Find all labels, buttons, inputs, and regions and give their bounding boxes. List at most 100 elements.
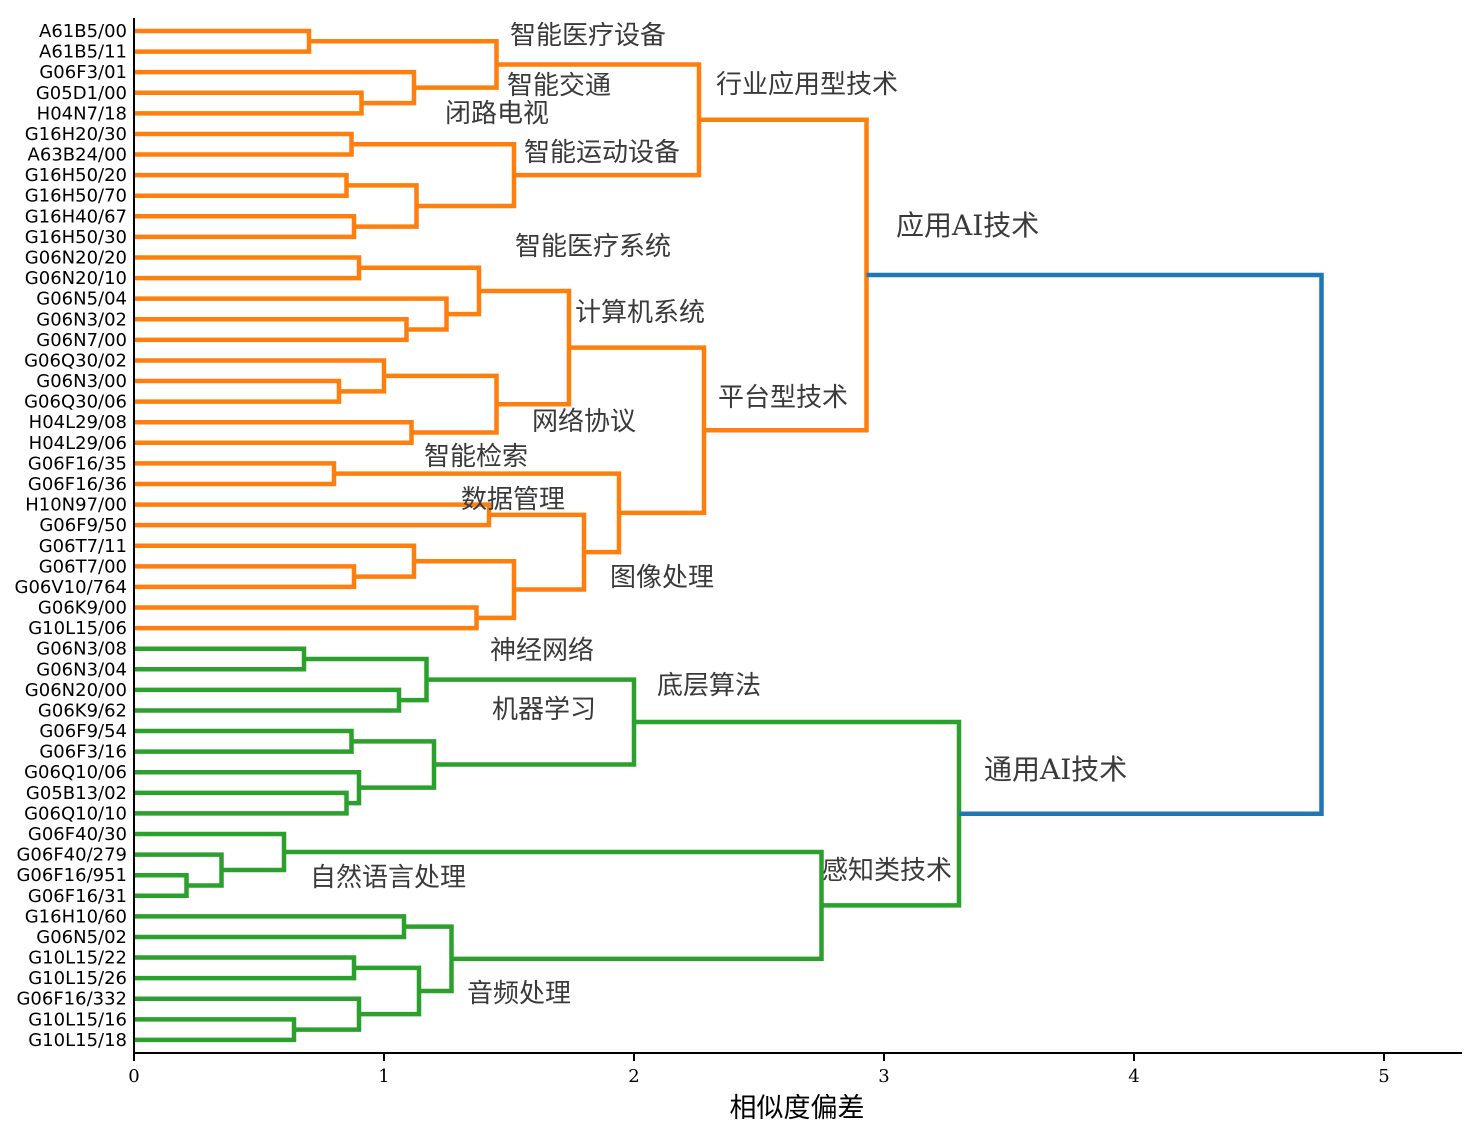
dendrogram-link-merge xyxy=(134,255,362,281)
dendrogram-link-smart-transport xyxy=(134,69,417,106)
leaf-label: A61B5/11 xyxy=(39,42,127,63)
leaf-label: G06T7/00 xyxy=(39,556,127,577)
leaf-label: G06Q30/06 xyxy=(24,392,127,413)
dendrogram-link-merge xyxy=(134,852,224,888)
x-tick-label-1: 1 xyxy=(378,1066,389,1087)
cluster-annotation: 闭路电视 xyxy=(445,99,549,129)
leaf-label: G06F16/332 xyxy=(16,989,127,1010)
cluster-annotation: 智能医疗设备 xyxy=(510,21,666,51)
dendrogram-link-merge xyxy=(134,769,362,806)
dendrogram-link-merge xyxy=(134,728,354,754)
dendrogram-link-merge xyxy=(134,214,357,240)
leaf-label: G06T7/11 xyxy=(39,536,127,557)
leaf-label: G06F9/54 xyxy=(39,721,127,742)
cluster-annotation: 机器学习 xyxy=(492,695,596,725)
dendrogram-link-intelligent-retrieval xyxy=(134,461,337,487)
leaf-label: G10L15/16 xyxy=(28,1009,127,1030)
leaf-label: G06N3/02 xyxy=(36,309,127,330)
dendrogram-link-merge xyxy=(134,646,307,672)
leaf-label: G16H50/70 xyxy=(25,186,127,207)
dendrogram-link-merge xyxy=(134,872,189,899)
dendrogram-link-merge xyxy=(134,996,362,1032)
cluster-annotation: 神经网络 xyxy=(490,636,594,666)
cluster-annotation: 图像处理 xyxy=(610,563,714,593)
leaf-label: H04L29/08 xyxy=(29,412,127,433)
x-tick-label-3: 3 xyxy=(878,1066,889,1087)
leaf-label: G06F16/36 xyxy=(28,474,127,495)
dendrogram-link-merge xyxy=(354,965,422,1017)
cluster-annotation: 感知类技术 xyxy=(822,856,952,886)
dendrogram-link-merge xyxy=(134,296,449,332)
leaf-label: G06F3/01 xyxy=(39,62,127,83)
dendrogram-link-merge xyxy=(134,378,342,404)
leaf-label: G06N3/00 xyxy=(36,371,127,392)
leaf-label: G06Q30/02 xyxy=(24,350,127,371)
leaf-label: G06N20/20 xyxy=(25,247,127,268)
dendrogram-link-merge xyxy=(134,502,492,528)
dendrogram-link-merge xyxy=(134,1017,297,1043)
dendrogram-link-root xyxy=(866,272,1324,816)
dendrogram-link-merge xyxy=(134,605,479,631)
leaf-label: G16H50/30 xyxy=(25,227,127,248)
dendrogram-link-merge xyxy=(309,39,499,90)
leaf-label: G10L15/22 xyxy=(28,948,127,969)
cluster-annotation: 底层算法 xyxy=(657,671,761,701)
dendrogram-link-machine-learning xyxy=(351,739,437,790)
dendrogram-link-merge xyxy=(134,358,387,394)
leaf-label: G16H40/67 xyxy=(25,206,127,227)
dendrogram-link-merge xyxy=(134,955,357,981)
leaf-label: G06N5/02 xyxy=(36,927,127,948)
cluster-annotation: 智能医疗系统 xyxy=(515,232,671,262)
dendrogram-link-smart-sports-equipment xyxy=(351,141,517,209)
cluster-annotation: 自然语言处理 xyxy=(310,863,466,893)
dendrogram-link-merge xyxy=(134,914,407,940)
dendrogram-link-merge xyxy=(134,317,409,343)
dendrogram-link-smart-medical-devices xyxy=(134,28,312,54)
dendrogram-link-merge xyxy=(134,419,414,446)
leaf-label: G06Q10/10 xyxy=(24,803,127,824)
leaf-label: H04L29/06 xyxy=(29,433,127,454)
cluster-annotation: 通用AI技术 xyxy=(984,753,1127,786)
x-tick-label-4: 4 xyxy=(1128,1066,1139,1087)
leaf-label: G06Q10/06 xyxy=(24,762,127,783)
x-tick-label-2: 2 xyxy=(628,1066,639,1087)
leaf-label: G10L15/06 xyxy=(28,618,127,639)
leaf-label: G16H50/20 xyxy=(25,165,127,186)
cluster-annotation: 智能交通 xyxy=(507,71,611,101)
x-tick-label-0: 0 xyxy=(128,1066,139,1087)
cluster-annotation: 数据管理 xyxy=(461,485,565,515)
dendrogram-link-merge xyxy=(134,564,357,590)
leaf-label: G10L15/18 xyxy=(28,1030,127,1051)
x-axis-title: 相似度偏差 xyxy=(730,1093,865,1124)
leaf-label: G10L15/26 xyxy=(28,968,127,989)
leaf-label: H10N97/00 xyxy=(25,495,127,516)
leaf-label: G06N3/04 xyxy=(36,659,127,680)
leaf-label: G06N3/08 xyxy=(36,639,127,660)
cluster-annotation: 计算机系统 xyxy=(575,298,705,328)
leaf-label: G06F16/35 xyxy=(28,453,127,474)
dendrogram-link-neural-networks xyxy=(304,656,429,703)
cluster-annotation: 应用AI技术 xyxy=(896,209,1039,242)
leaf-label: G06F16/31 xyxy=(28,886,127,907)
dendrogram-link-merge xyxy=(359,265,482,317)
cluster-annotation: 行业应用型技术 xyxy=(716,70,898,100)
leaf-label: G06N20/00 xyxy=(25,680,127,701)
leaf-label: G06N20/10 xyxy=(25,268,127,289)
cluster-annotation: 智能检索 xyxy=(424,442,528,472)
leaf-label: G06V10/764 xyxy=(15,577,128,598)
cluster-annotation: 智能运动设备 xyxy=(524,138,680,168)
dendrogram-link-merge xyxy=(134,687,402,713)
leaf-label: G06F40/30 xyxy=(28,824,127,845)
leaf-label: G16H20/30 xyxy=(25,124,127,145)
dendrogram-link-audio-processing xyxy=(404,924,454,994)
dendrogram-link-merge xyxy=(134,543,417,579)
dendrogram-link-merge xyxy=(134,172,349,198)
leaf-label: G05B13/02 xyxy=(26,783,127,804)
leaf-label: G06F9/50 xyxy=(39,515,127,536)
dendrogram-link-merge xyxy=(134,131,354,157)
leaf-label: G05D1/00 xyxy=(36,83,127,104)
dendrogram-link-computer-systems xyxy=(479,288,572,407)
cluster-annotation: 音频处理 xyxy=(467,979,571,1009)
